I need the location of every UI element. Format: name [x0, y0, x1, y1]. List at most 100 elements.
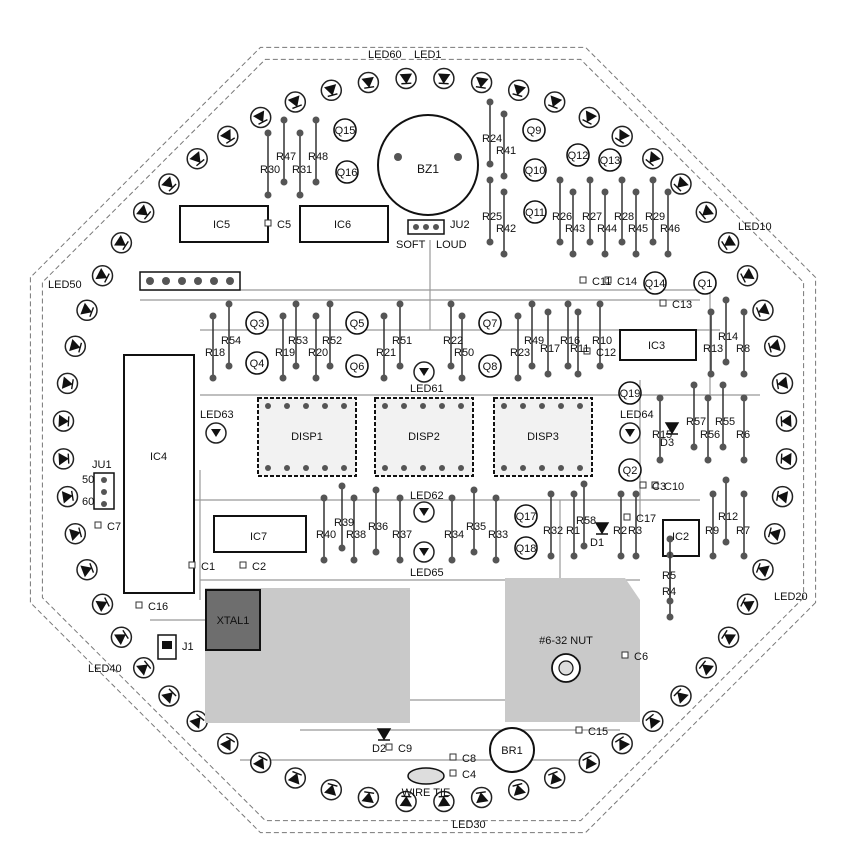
transistor-q15: Q15 [333, 118, 357, 142]
diode-symbol-icon [287, 95, 303, 110]
capacitor-label-c4: C4 [462, 769, 476, 781]
display-pin [265, 403, 271, 409]
transistor-q12: Q12 [566, 143, 590, 167]
led-37 [186, 710, 208, 733]
crystal-xtal1 [205, 589, 261, 651]
capacitor-c7 [94, 521, 102, 529]
led-26 [578, 751, 601, 774]
jumper-pin [101, 489, 107, 495]
resistor-label-r18: R18 [205, 347, 225, 359]
resistor-pad [664, 188, 672, 196]
resistor-label-r34: R34 [444, 529, 464, 541]
capacitor-c3 [639, 481, 647, 489]
resistor-pad [380, 312, 388, 320]
led-43 [64, 522, 87, 545]
jumper-pin [101, 477, 107, 483]
resistor-pad [492, 494, 500, 502]
diode-symbol-icon [547, 95, 563, 110]
led-28 [507, 778, 530, 801]
diode-symbol-icon [419, 508, 429, 516]
inner-led65 [413, 541, 435, 563]
connector-pin [226, 277, 234, 285]
resistor-pad [617, 552, 625, 560]
resistor-pad [447, 300, 455, 308]
inner-led-label: LED64 [620, 409, 654, 421]
diode-symbol-icon [219, 736, 236, 751]
transistor-label: Q11 [525, 207, 545, 219]
resistor-pad [279, 374, 287, 382]
resistor-label-r38: R38 [346, 529, 366, 541]
inner-led63 [205, 422, 227, 444]
led-27 [543, 767, 566, 789]
jumper-ju1-60-label: 60 [82, 496, 94, 508]
diode-symbol-icon [625, 429, 635, 437]
resistor-pad [312, 178, 320, 186]
display-pin [284, 465, 290, 471]
diode-symbol-icon [776, 376, 789, 390]
resistor-label-r13: R13 [703, 343, 723, 355]
diode-symbol-icon [136, 204, 152, 220]
resistor-pad [209, 312, 217, 320]
inner-led61 [413, 361, 435, 383]
resistor-pad [528, 362, 536, 370]
transistor-label: Q17 [516, 511, 537, 523]
diode-symbol-icon [189, 151, 205, 167]
resistor-pad [632, 250, 640, 258]
resistor-pad [586, 238, 594, 246]
led-25 [611, 732, 633, 755]
capacitor-label-c11: C11 [592, 276, 611, 288]
led-31 [395, 790, 417, 813]
resistor-pad [564, 300, 572, 308]
led-47 [56, 372, 79, 395]
display-pin [558, 465, 564, 471]
transistor-body [693, 271, 717, 295]
resistor-label-r5: R5 [662, 570, 676, 582]
diode-symbol-icon [80, 302, 95, 318]
display-disp3 [493, 397, 593, 477]
transistor-q2: Q2 [618, 458, 642, 482]
diode-symbol-icon [136, 660, 152, 676]
display-pin [520, 465, 526, 471]
resistor-pad [280, 178, 288, 186]
capacitor-label-c13: C13 [672, 299, 692, 311]
resistor-pad [740, 456, 748, 464]
resistor-pad [707, 370, 715, 378]
led-label-led40: LED40 [88, 663, 122, 675]
resistor-pad [704, 456, 712, 464]
diode-symbol-icon [767, 339, 781, 353]
resistor-pad [556, 176, 564, 184]
resistor-label-r50: R50 [454, 347, 474, 359]
resistor-pad [709, 552, 717, 560]
capacitor-label-c17: C17 [636, 513, 656, 525]
transistor-label: Q8 [483, 361, 498, 373]
display-pin [303, 403, 309, 409]
diode-symbol-icon [645, 713, 661, 729]
resistor-pad [514, 374, 522, 382]
resistor-pad [296, 191, 304, 199]
resistor-pad [666, 613, 674, 621]
connector-pin [162, 277, 170, 285]
resistor-label-r27: R27 [582, 211, 602, 223]
led-23 [670, 685, 692, 707]
ic-ic5 [179, 205, 269, 243]
connector-pin [194, 277, 202, 285]
diode-symbol-icon [399, 73, 413, 85]
led-36 [217, 732, 239, 755]
capacitor-c11 [579, 276, 587, 284]
transistor-label: Q1 [698, 278, 713, 290]
ic-ic4 [123, 354, 195, 594]
display-pin [284, 403, 290, 409]
diode-symbol-icon [361, 791, 375, 804]
transistor-body [335, 160, 359, 184]
resistor-label-r33: R33 [488, 529, 508, 541]
display-pin [341, 465, 347, 471]
capacitor-label-c15: C15 [588, 726, 608, 738]
transistor-q5: Q5 [345, 311, 369, 335]
bridge-rectifier-label: BR1 [501, 745, 522, 757]
resistor-pad [632, 552, 640, 560]
transistor-q9: Q9 [522, 118, 546, 142]
diode-d2 [376, 728, 392, 741]
resistor-label-r45: R45 [628, 223, 648, 235]
resistor-label-r1: R1 [566, 525, 580, 537]
resistor-pad [544, 370, 552, 378]
